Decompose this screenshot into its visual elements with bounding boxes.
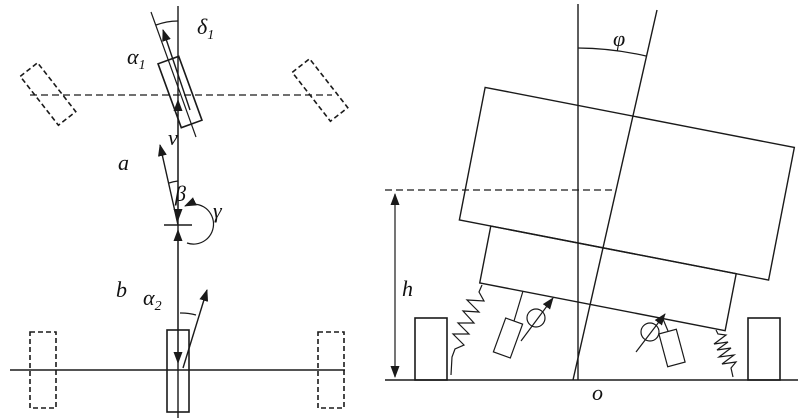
rear-slip-arc — [179, 312, 197, 316]
rear-left-wheel — [29, 331, 57, 409]
front-slip-label: α1 — [127, 44, 146, 73]
left-tire — [414, 317, 448, 381]
sideslip-label: β — [174, 181, 186, 206]
body-lower-block — [478, 225, 738, 332]
right-damper — [635, 313, 686, 368]
roll-axis-tilted-line — [572, 9, 658, 381]
roll-angle-label: φ — [613, 26, 625, 51]
roll-model: φ h o — [385, 4, 798, 405]
right-tire — [747, 317, 781, 381]
rear-slip-arrow — [182, 289, 209, 369]
yaw-rate-arrow — [184, 197, 215, 245]
velocity-label: v — [168, 125, 178, 150]
body-upper-block — [458, 86, 796, 281]
damper-adjust-circle — [640, 322, 660, 342]
dim-a-label: a — [118, 150, 129, 175]
damper-rod — [513, 290, 524, 322]
front-wheel-steer-line — [150, 11, 197, 138]
damper-rod — [662, 318, 669, 332]
front-left-wheel — [19, 61, 77, 127]
rear-center-wheel — [166, 329, 190, 413]
origin-label: o — [592, 380, 603, 405]
dim-b-label: b — [116, 277, 127, 302]
front-right-wheel — [291, 57, 349, 123]
sprung-mass-body — [458, 86, 796, 332]
roll-angle-arc — [577, 47, 647, 57]
damper-adjust-arrow — [520, 297, 554, 342]
sideslip-arc — [168, 180, 179, 184]
damper-adjust-circle — [526, 308, 546, 328]
damper-cylinder — [492, 317, 524, 359]
front-slip-arrow — [162, 29, 191, 111]
front-center-wheel — [157, 55, 203, 129]
steer-angle-arc — [155, 20, 179, 26]
yaw-rate-label: γ — [213, 198, 223, 223]
left-spring — [450, 284, 486, 376]
damper-cylinder — [658, 328, 686, 368]
rear-slip-label: α2 — [143, 285, 162, 314]
bicycle-model: δ1 α1 a v β γ b α2 — [10, 6, 349, 418]
velocity-arrow — [158, 144, 179, 226]
right-spring — [713, 329, 738, 378]
steer-angle-label: δ1 — [197, 14, 214, 43]
left-damper — [492, 290, 554, 359]
rear-right-wheel — [317, 331, 345, 409]
dim-h-label: h — [402, 276, 413, 301]
damper-adjust-arrow — [635, 313, 666, 353]
